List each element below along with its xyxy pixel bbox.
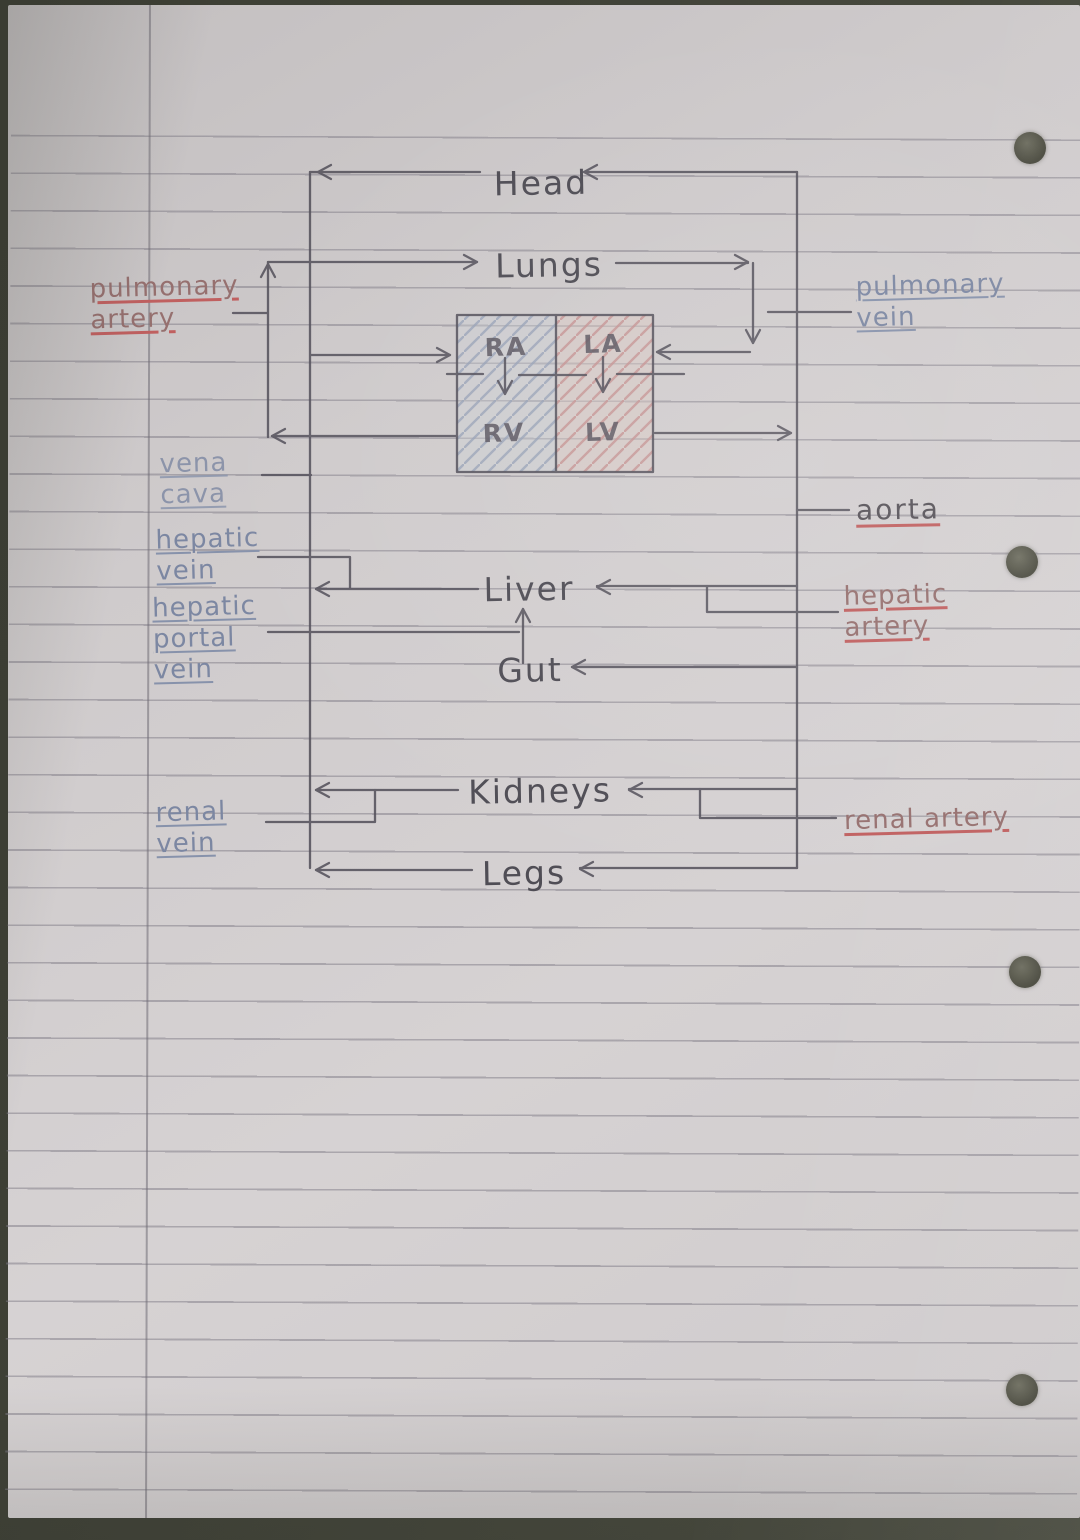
- label-lungs: Lungs: [494, 244, 604, 286]
- label-hepatic-vein: hepatic vein: [155, 522, 260, 587]
- label-left-ventricle: LV: [584, 416, 622, 448]
- label-vena-cava: vena cava: [159, 447, 228, 511]
- label-gut: Gut: [496, 649, 564, 691]
- label-legs: Legs: [481, 852, 567, 894]
- label-renal-vein: renal vein: [155, 796, 227, 860]
- hole-punch: [1006, 546, 1038, 578]
- label-hepatic-artery: hepatic artery: [843, 579, 948, 643]
- label-right-atrium: RA: [484, 331, 528, 363]
- label-hepatic-portal-vein: hepatic portal vein: [151, 590, 257, 686]
- label-liver: Liver: [483, 568, 575, 610]
- label-kidneys: Kidneys: [467, 770, 613, 812]
- label-aorta: aorta: [855, 492, 941, 527]
- label-right-ventricle: RV: [482, 417, 526, 449]
- hole-punch: [1009, 956, 1041, 988]
- lined-paper: [4, 4, 1080, 1521]
- label-left-atrium: LA: [582, 328, 624, 360]
- label-pulmonary-vein: pulmonary vein: [855, 268, 1005, 334]
- hole-punch: [1006, 1374, 1038, 1406]
- label-head: Head: [493, 162, 589, 204]
- label-renal-artery: renal artery: [843, 801, 1010, 837]
- hole-punch: [1014, 132, 1046, 164]
- label-pulmonary-artery: pulmonary artery: [89, 270, 239, 336]
